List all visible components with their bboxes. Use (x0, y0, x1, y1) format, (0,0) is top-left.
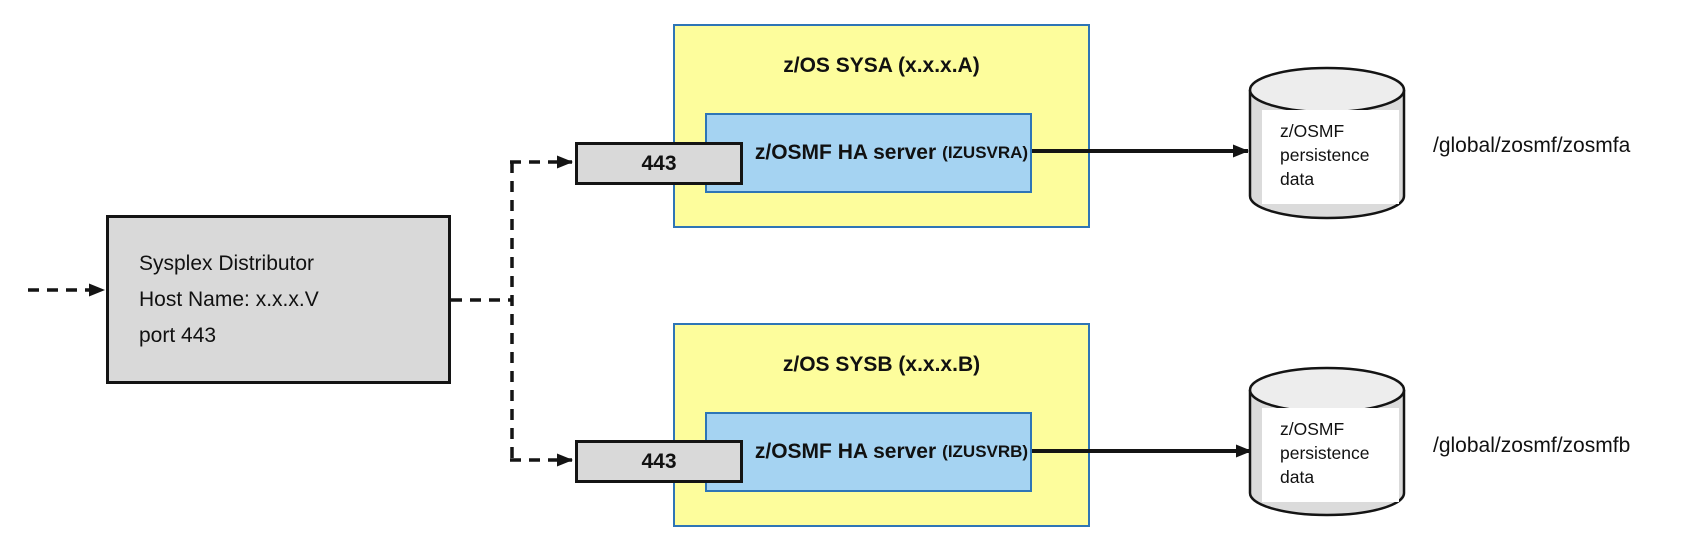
sysplex-distributor-box: Sysplex Distributor Host Name: x.x.x.V p… (106, 215, 451, 384)
server-instance-sysa: (IZUSVRA) (942, 143, 1029, 162)
port-label-sysb: 443 (641, 449, 677, 473)
ha-server-box-sysb: z/OSMF HA server (IZUSVRB) (705, 412, 1032, 492)
system-title-sysa: z/OS SYSA (x.x.x.A) (783, 54, 980, 77)
port-label-sysa: 443 (641, 151, 677, 175)
port-443-box-sysa: 443 (575, 142, 743, 185)
distributor-hostname: Host Name: x.x.x.V (139, 287, 319, 311)
server-name-sysa: z/OSMF HA server (754, 141, 937, 164)
datastore-label-sysb: z/OSMF persistence data (1262, 408, 1399, 502)
ha-server-box-sysa: z/OSMF HA server (IZUSVRA) (705, 113, 1032, 193)
path-label-sysa: /global/zosmf/zosmfa (1433, 134, 1631, 157)
port-443-box-sysb: 443 (575, 440, 743, 483)
distributor-port: port 443 (139, 323, 217, 347)
server-instance-sysb: (IZUSVRB) (942, 442, 1029, 461)
datastore-label-sysa: z/OSMF persistence data (1262, 110, 1399, 204)
system-title-sysb: z/OS SYSB (x.x.x.B) (782, 353, 981, 376)
server-name-sysb: z/OSMF HA server (754, 440, 937, 463)
distributor-name: Sysplex Distributor (139, 251, 315, 275)
path-label-sysb: /global/zosmf/zosmfb (1433, 434, 1631, 457)
